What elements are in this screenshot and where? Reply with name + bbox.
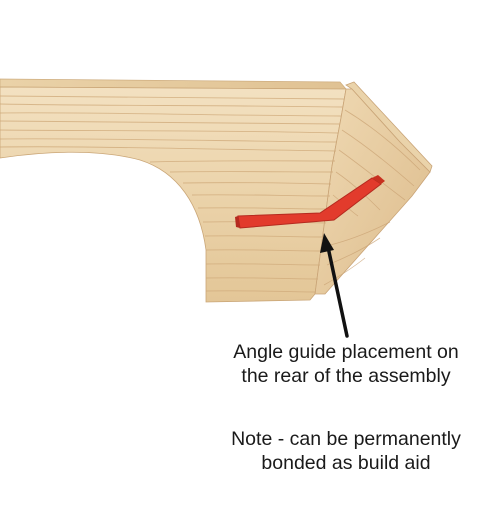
note-caption-line-2: bonded as build aid — [261, 452, 431, 474]
placement-caption: Angle guide placement on the rear of the… — [196, 340, 496, 388]
placement-caption-line-2: the rear of the assembly — [241, 365, 451, 387]
note-caption-line-1: Note - can be permanently — [231, 428, 461, 450]
end-block-bevel — [345, 81, 433, 173]
beam-front-face — [0, 86, 347, 303]
beam-grain — [0, 95, 345, 293]
angle-guide-icon — [235, 175, 385, 229]
note-caption: Note - can be permanently bonded as buil… — [196, 427, 496, 475]
placement-caption-line-1: Angle guide placement on — [233, 341, 459, 363]
arrow-icon — [320, 233, 349, 338]
